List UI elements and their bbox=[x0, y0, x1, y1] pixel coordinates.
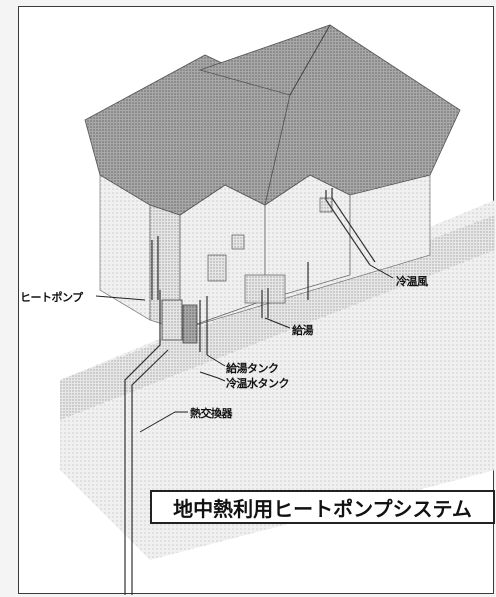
label-heat-pump: ヒートポンプ bbox=[20, 291, 83, 304]
label-heat-exchanger: 熱交換器 bbox=[190, 407, 233, 420]
house-roof-right bbox=[198, 24, 461, 206]
diagram-title: 地中熱利用ヒートポンプシステム bbox=[150, 490, 495, 524]
tank-unit bbox=[182, 304, 198, 344]
label-hot-water-supply: 給湯 bbox=[292, 324, 314, 337]
piping bbox=[124, 188, 376, 595]
leader-lines bbox=[95, 264, 394, 433]
heat-pump-unit bbox=[161, 299, 183, 341]
interior-unit bbox=[244, 274, 286, 304]
window-3 bbox=[207, 254, 227, 282]
roof-ridge bbox=[289, 24, 331, 96]
label-hot-water-tank: 給湯タンク bbox=[226, 362, 279, 375]
label-cool-warm-air: 冷温風 bbox=[396, 275, 428, 288]
window-1 bbox=[231, 234, 245, 250]
label-cold-warm-water-tank: 冷温水タンク bbox=[226, 377, 290, 390]
